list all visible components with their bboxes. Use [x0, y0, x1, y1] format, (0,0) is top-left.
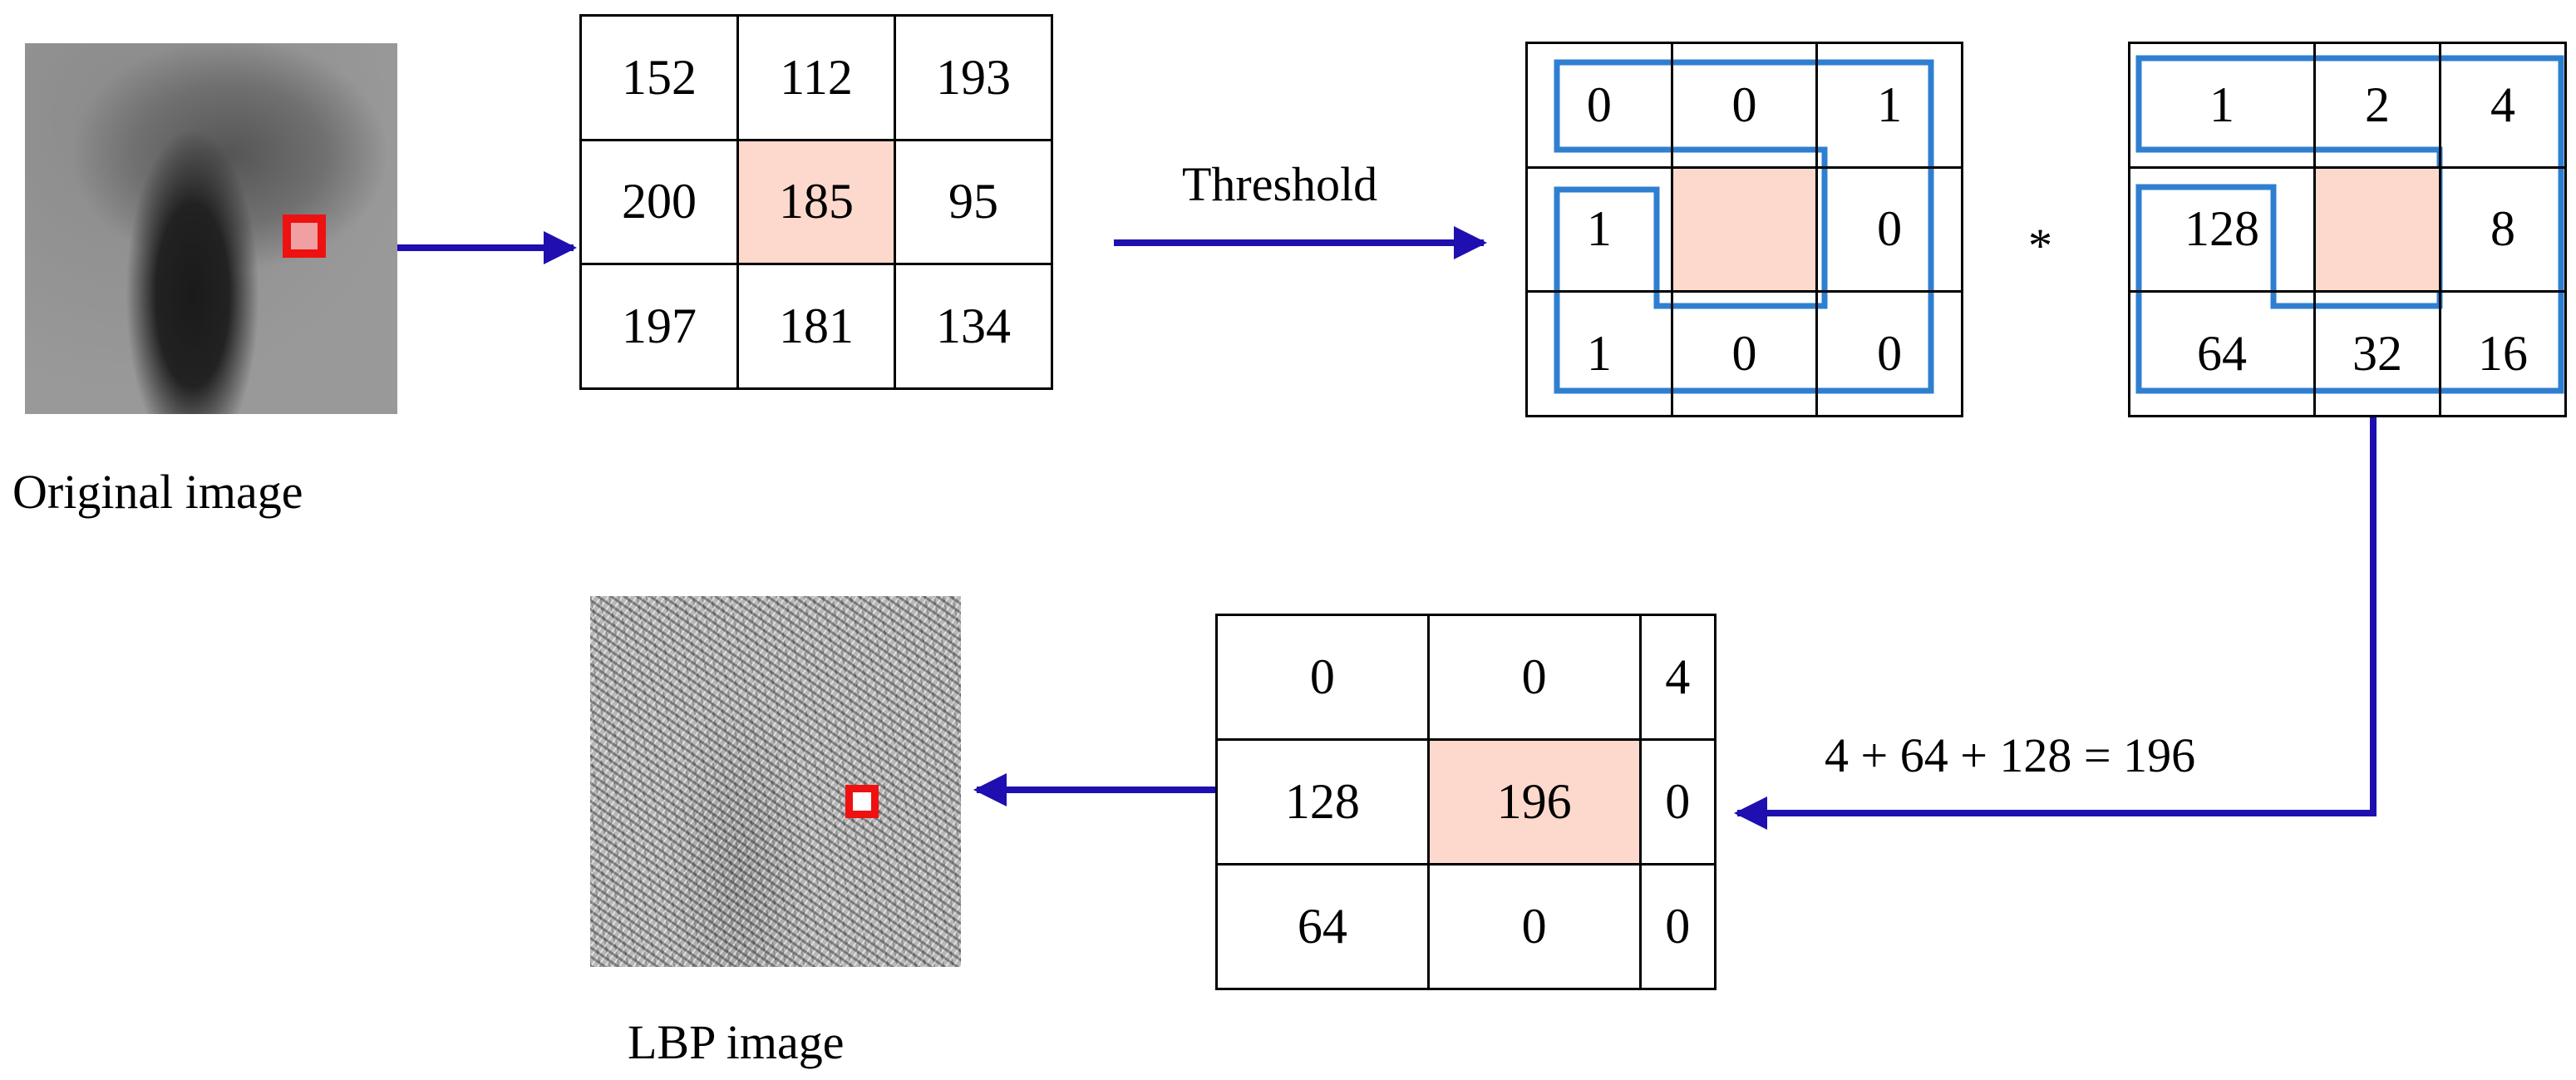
- binary-center-cell: [1670, 165, 1819, 293]
- sum-expression: 4 + 64 + 128 = 196: [1825, 728, 2196, 782]
- intensity-cell: 134: [894, 263, 1053, 390]
- intensity-cell: 200: [579, 138, 739, 266]
- lbp-selection-marker: [845, 785, 879, 818]
- intensity-cell: 152: [579, 14, 739, 141]
- selection-marker: [283, 215, 326, 258]
- result-cell: 64: [1215, 863, 1430, 990]
- intensity-center-cell: 185: [736, 138, 896, 266]
- result-cell: 0: [1215, 614, 1430, 741]
- result-cell: 4: [1638, 614, 1717, 741]
- weights-cell: 128: [2128, 165, 2316, 293]
- binary-cell: 0: [1525, 42, 1673, 169]
- original-image-caption: Original image: [12, 465, 303, 519]
- binary-cell: 1: [1815, 42, 1963, 169]
- multiply-operator: *: [2028, 219, 2052, 273]
- weights-grid-row: 128 8: [2128, 165, 2568, 293]
- weights-cell: 1: [2128, 42, 2316, 169]
- weights-cell: 64: [2128, 290, 2316, 417]
- weights-cell: 16: [2438, 290, 2568, 417]
- result-center-cell: 196: [1426, 738, 1642, 865]
- result-cell: 0: [1638, 738, 1717, 865]
- intensity-cell: 193: [894, 14, 1053, 141]
- intensity-cell: 197: [579, 263, 739, 390]
- intensity-cell: 95: [894, 138, 1053, 266]
- original-image: [25, 43, 397, 414]
- arrow-weights-to-result: [1734, 416, 2377, 830]
- binary-cell: 0: [1815, 290, 1963, 417]
- result-cell: 0: [1426, 614, 1642, 741]
- binary-cell: 1: [1525, 165, 1673, 293]
- result-cell: 0: [1638, 863, 1717, 990]
- binary-cell: 0: [1670, 42, 1819, 169]
- weights-cell: 4: [2438, 42, 2568, 169]
- binary-cell: 1: [1525, 290, 1673, 417]
- threshold-label: Threshold: [1182, 157, 1378, 211]
- lbp-image-caption: LBP image: [628, 1015, 845, 1069]
- lbp-image: [590, 596, 961, 967]
- weights-center-cell: [2312, 165, 2441, 293]
- intensity-cell: 181: [736, 263, 896, 390]
- weights-cell: 8: [2438, 165, 2568, 293]
- binary-cell: 0: [1670, 290, 1819, 417]
- intensity-cell: 112: [736, 14, 896, 141]
- weights-cell: 2: [2312, 42, 2441, 169]
- result-cell: 0: [1426, 863, 1642, 990]
- result-cell: 128: [1215, 738, 1430, 865]
- binary-cell: 0: [1815, 165, 1963, 293]
- weights-cell: 32: [2312, 290, 2441, 417]
